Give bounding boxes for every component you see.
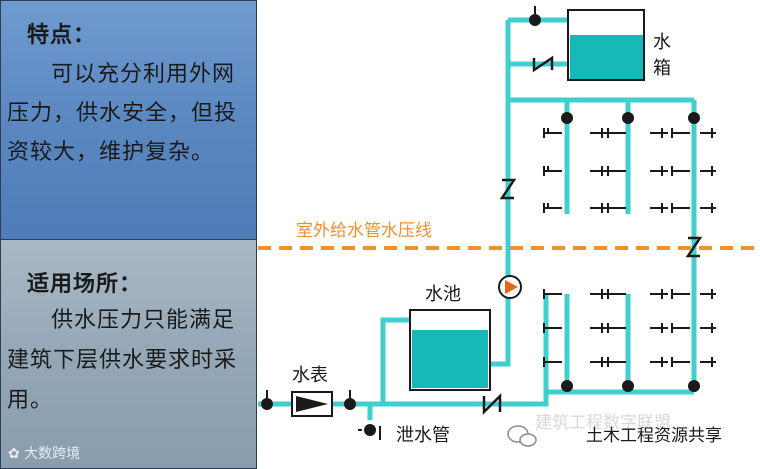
watermark-right: 土木工程资源共享 [586, 426, 722, 446]
faded-watermark: 建筑工程数字联盟 [535, 413, 671, 433]
features-panel: 特点： 可以充分利用外网压力，供水安全，但投资较大，维护复杂。 [0, 0, 257, 240]
features-title: 特点： [27, 23, 97, 48]
watermark-left: ✿ 大数跨境 [8, 443, 80, 463]
drain-label: 泄水管 [396, 425, 450, 446]
tank-label-2: 箱 [653, 58, 671, 79]
meter-label: 水表 [292, 365, 328, 386]
pump-icon [498, 275, 522, 299]
watermark-logo-icon: ✿ [8, 446, 25, 462]
faucet-icons [543, 128, 716, 367]
water-pool [409, 309, 491, 391]
applicability-panel: 适用场所： 供水压力只能满足建筑下层供水要求时采用。 [0, 239, 257, 469]
applicability-body: 供水压力只能满足建筑下层供水要求时采用。 [7, 308, 238, 413]
pressure-line-label: 室外给水管水压线 [296, 221, 432, 241]
watermark-left-text: 大数跨境 [24, 446, 81, 462]
valve-icons [261, 6, 700, 440]
water-meter-icon [291, 391, 333, 417]
wechat-icon [507, 425, 537, 447]
pool-label: 水池 [425, 284, 461, 305]
tank-label-1: 水 [653, 32, 671, 53]
applicability-title: 适用场所： [27, 272, 143, 297]
water-tank [567, 9, 645, 81]
features-body: 可以充分利用外网压力，供水安全，但投资较大，维护复杂。 [7, 62, 238, 165]
check-valve-icons [482, 55, 703, 416]
